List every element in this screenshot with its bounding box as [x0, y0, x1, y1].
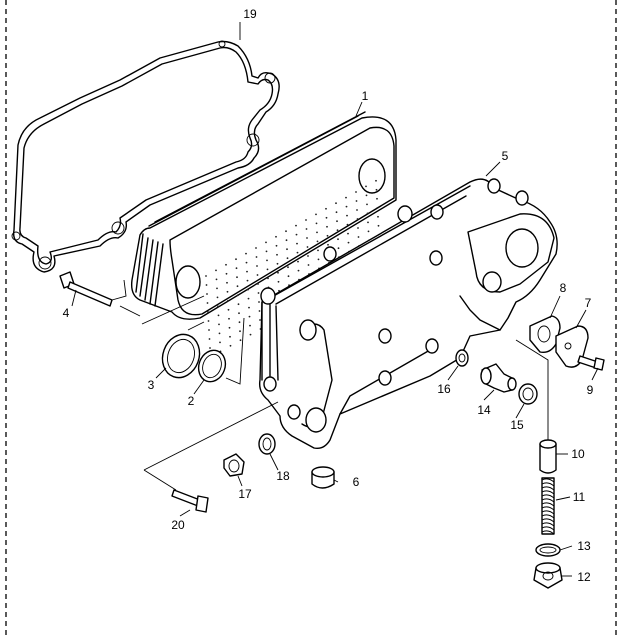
callout-12: 12	[577, 570, 591, 584]
part-9-screw	[577, 355, 605, 371]
callout-11: 11	[573, 490, 586, 504]
part-14-fitting	[480, 363, 517, 393]
callout-19: 19	[243, 7, 257, 21]
callout-13: 13	[577, 539, 591, 553]
callout-2: 2	[188, 394, 195, 408]
callout-labels: 1 2 3 4 5 6 7 8 9 10 11 12 13 14 15 16 1…	[63, 7, 594, 584]
callout-16: 16	[437, 382, 451, 396]
callout-15: 15	[510, 418, 524, 432]
part-5-housing	[258, 178, 558, 450]
part-12-plug	[533, 562, 563, 589]
part-13-o-ring	[535, 543, 561, 557]
callout-14: 14	[477, 403, 491, 417]
core-port-bottom	[175, 265, 201, 299]
part-19-gasket	[11, 40, 280, 273]
callout-leaders	[71, 22, 599, 577]
callout-5: 5	[502, 149, 509, 163]
part-10-sleeve	[539, 439, 557, 474]
callout-10: 10	[571, 447, 585, 461]
callout-18: 18	[276, 469, 290, 483]
callout-9: 9	[587, 383, 594, 397]
part-16-washer	[455, 349, 469, 367]
callout-4: 4	[63, 306, 70, 320]
core-port-top	[358, 158, 386, 194]
part-15-plug	[518, 383, 538, 405]
callout-20: 20	[171, 518, 185, 532]
part-2-o-ring	[197, 349, 227, 383]
callout-6: 6	[353, 475, 360, 489]
part-6-cap	[311, 466, 335, 489]
assembly-lines	[111, 279, 549, 491]
part-3-o-ring	[161, 333, 201, 379]
part-4-bolt	[59, 271, 113, 307]
callout-7: 7	[585, 296, 592, 310]
callout-17: 17	[238, 487, 252, 501]
part-11-spring	[541, 477, 555, 535]
callout-3: 3	[148, 378, 155, 392]
callout-1: 1	[362, 89, 369, 103]
callout-8: 8	[560, 281, 567, 295]
part-20-bolt	[171, 489, 209, 513]
part-17-plug	[223, 453, 245, 477]
part-18-washer	[258, 433, 276, 455]
